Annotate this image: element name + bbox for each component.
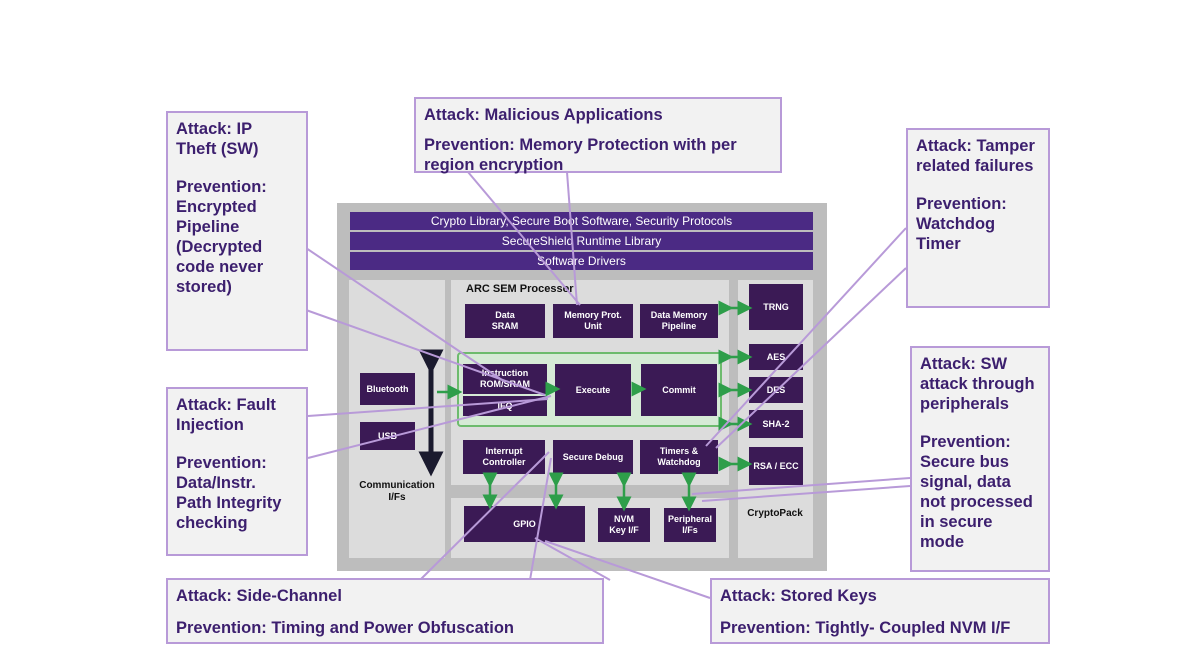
stored-keys-attack: Attack: Stored Keys [720,587,877,605]
runtime-library-layer: SecureShield Runtime Library [350,232,813,250]
fault-injection-attack: Attack: Fault Injection [176,396,276,434]
data-memory-pipeline-block: Data Memory Pipeline [640,304,718,338]
data-sram-block: Data SRAM [465,304,545,338]
tamper-attack: Attack: Tamper related failures [916,137,1035,175]
nvm-key-block: NVM Key I/F [598,508,650,542]
rsa-ecc-block: RSA / ECC [749,447,803,485]
ip-theft-prevention: Prevention: Encrypted Pipeline (Decrypte… [176,178,267,296]
peripheral-if-block: Peripheral I/Fs [664,508,716,542]
side-channel-attack: Attack: Side-Channel [176,587,342,605]
trng-block: TRNG [749,284,803,330]
execute-block: Execute [555,364,631,416]
aes-block: AES [749,344,803,370]
instruction-rom-block: Instruction ROM/SRAM [463,364,547,394]
cryptopack-label: CryptoPack [747,508,803,519]
sw-attack-attack: Attack: SW attack through peripherals [920,355,1035,413]
callout-ip-theft: Attack: IP Theft (SW) Prevention: Encryp… [166,111,308,351]
bluetooth-block: Bluetooth [360,373,415,405]
callout-side-channel: Attack: Side-Channel Prevention: Timing … [166,578,604,644]
callout-tamper: Attack: Tamper related failures Preventi… [906,128,1050,308]
callout-leader-lines [305,171,911,599]
sw-attack-prevention: Prevention: Secure bus signal, data not … [920,433,1033,551]
green-arrows [437,300,753,512]
stored-keys-prevention: Prevention: Tightly- Coupled NVM I/F [720,619,1011,637]
secure-debug-block: Secure Debug [553,440,633,474]
communication-label: Communication I/Fs [359,480,435,503]
timers-watchdog-block: Timers & Watchdog [640,440,718,474]
software-drivers-layer: Software Drivers [350,252,813,270]
commit-block: Commit [641,364,717,416]
fault-injection-prevention: Prevention: Data/Instr. Path Integrity c… [176,454,282,532]
side-channel-prevention: Prevention: Timing and Power Obfuscation [176,619,514,637]
malicious-apps-attack: Attack: Malicious Applications [424,106,663,124]
callout-sw-attack: Attack: SW attack through peripherals Pr… [910,346,1050,572]
tamper-prevention: Prevention: Watchdog Timer [916,195,1007,253]
ip-theft-attack: Attack: IP Theft (SW) [176,120,259,158]
callout-stored-keys: Attack: Stored Keys Prevention: Tightly-… [710,578,1050,644]
memory-protection-block: Memory Prot. Unit [553,304,633,338]
sha2-block: SHA-2 [749,410,803,438]
gpio-block: GPIO [464,506,585,542]
usb-block: USB [360,422,415,450]
malicious-apps-prevention: Prevention: Memory Protection with per r… [424,136,737,174]
callout-malicious-apps: Attack: Malicious Applications Preventio… [414,97,782,174]
callout-fault-injection: Attack: Fault Injection Prevention: Data… [166,387,308,556]
processor-title: ARC SEM Processor [466,283,574,295]
